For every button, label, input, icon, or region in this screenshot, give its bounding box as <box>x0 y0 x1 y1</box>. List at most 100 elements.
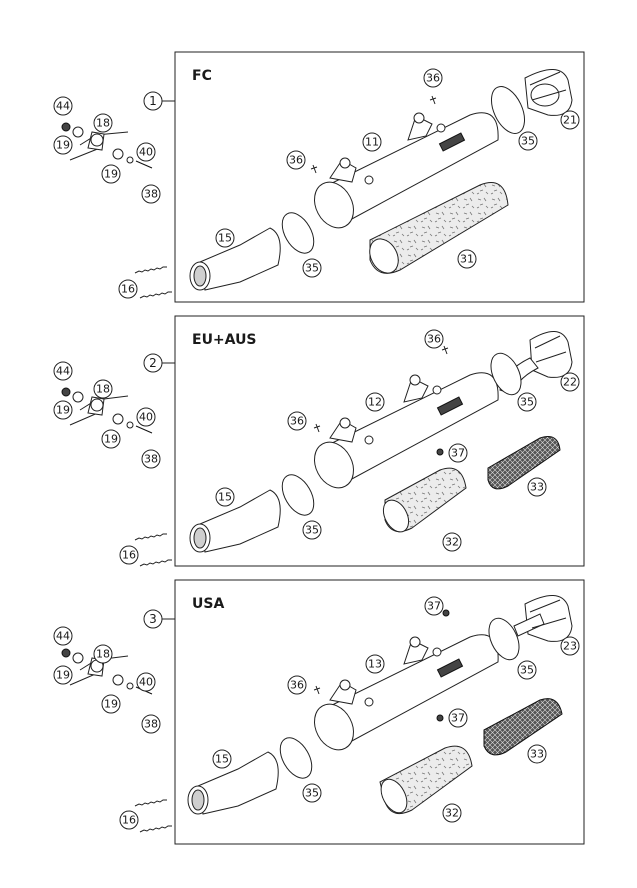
panel-frame <box>174 51 585 303</box>
screw-top <box>429 95 437 105</box>
svg-text:15: 15 <box>218 491 232 504</box>
svg-text:16: 16 <box>122 814 136 827</box>
panel-number: 3 <box>149 612 157 626</box>
callout-bracket: 18 <box>93 113 113 133</box>
callout-bracket: 18 <box>93 644 113 664</box>
silencer-insert <box>379 745 473 815</box>
callout-circle <box>143 353 163 373</box>
callout-mesh-insert: 33 <box>527 744 547 764</box>
panel-usa: USA 3 <box>53 579 585 845</box>
callout-inlet-cone: 15 <box>215 487 235 507</box>
variant-title: USA <box>192 596 224 612</box>
callout-mesh-insert: 33 <box>527 477 547 497</box>
mount-hardware <box>61 122 153 169</box>
callout-rear-gasket: 35 <box>517 660 537 680</box>
svg-text:44: 44 <box>56 630 70 643</box>
svg-text:33: 33 <box>530 748 544 761</box>
callout-bolt: 38 <box>141 184 161 204</box>
variant-title: EU+AUS <box>192 332 257 348</box>
svg-text:11: 11 <box>365 136 379 149</box>
callout-muffler: 11 <box>362 132 382 152</box>
callout-circle <box>143 609 163 629</box>
svg-text:22: 22 <box>563 376 577 389</box>
callout-washer-a: 19 <box>53 400 73 420</box>
silencer-insert <box>382 467 467 533</box>
callout-insert: 32 <box>442 532 462 552</box>
mount-hardware <box>61 648 153 695</box>
svg-text:15: 15 <box>215 753 229 766</box>
panel-frame <box>174 579 585 845</box>
callout-end-cap: 21 <box>560 110 580 130</box>
svg-text:36: 36 <box>289 154 303 167</box>
callout-screw-side: 36 <box>287 411 307 431</box>
svg-text:40: 40 <box>139 676 153 689</box>
svg-text:35: 35 <box>521 135 535 148</box>
mesh-insert <box>487 436 561 490</box>
callout-rear-gasket: 35 <box>518 131 538 151</box>
svg-text:15: 15 <box>218 232 232 245</box>
callout-washer-b: 19 <box>101 694 121 714</box>
muffler-body <box>314 634 499 751</box>
callout-front-gasket: 35 <box>302 258 322 278</box>
callout-washer-b: 19 <box>101 164 121 184</box>
svg-text:35: 35 <box>305 524 319 537</box>
svg-text:36: 36 <box>427 333 441 346</box>
callout-screw-small: 37 <box>448 443 468 463</box>
svg-text:36: 36 <box>426 72 440 85</box>
callout-muffler: 12 <box>365 392 385 412</box>
svg-text:19: 19 <box>104 168 118 181</box>
callout-bolt: 38 <box>141 449 161 469</box>
callout-screw-side: 36 <box>287 675 307 695</box>
callout-washer-a: 19 <box>53 665 73 685</box>
inlet-cone <box>189 489 281 553</box>
svg-text:44: 44 <box>56 365 70 378</box>
springs <box>134 533 172 567</box>
callout-screw-top: 36 <box>424 329 444 349</box>
svg-text:37: 37 <box>427 600 441 613</box>
muffler-body <box>314 372 499 489</box>
callout-insert: 32 <box>442 803 462 823</box>
panel-number: 1 <box>149 94 157 108</box>
svg-text:37: 37 <box>451 447 465 460</box>
mesh-insert <box>483 698 563 756</box>
svg-text:21: 21 <box>563 114 577 127</box>
callout-insert: 31 <box>457 249 477 269</box>
screw-top <box>441 345 449 355</box>
svg-text:23: 23 <box>563 640 577 653</box>
svg-text:18: 18 <box>96 383 110 396</box>
mount-hardware <box>61 387 153 434</box>
svg-text:40: 40 <box>139 411 153 424</box>
svg-text:16: 16 <box>121 283 135 296</box>
callout-end-cap: 22 <box>560 372 580 392</box>
callout-nut: 44 <box>53 626 73 646</box>
callout-end-cap: 23 <box>560 636 580 656</box>
svg-text:19: 19 <box>56 139 70 152</box>
callout-screw-top: 37 <box>424 596 444 616</box>
screw-small <box>436 714 444 722</box>
screw-side <box>313 685 321 695</box>
callout-inlet-cone: 15 <box>215 228 235 248</box>
callout-spacer: 40 <box>136 142 156 162</box>
callout-spacer: 40 <box>136 672 156 692</box>
svg-text:31: 31 <box>460 253 474 266</box>
springs <box>134 799 172 833</box>
callout-washer-b: 19 <box>101 429 121 449</box>
svg-text:19: 19 <box>104 433 118 446</box>
svg-text:36: 36 <box>290 679 304 692</box>
front-gasket <box>279 737 313 779</box>
svg-text:33: 33 <box>530 481 544 494</box>
callout-rear-gasket: 35 <box>517 392 537 412</box>
svg-text:36: 36 <box>290 415 304 428</box>
svg-text:38: 38 <box>144 718 158 731</box>
svg-text:37: 37 <box>451 712 465 725</box>
screw-top <box>442 609 450 617</box>
callout-screw-small: 37 <box>448 708 468 728</box>
inlet-cone <box>187 751 279 815</box>
muffler-body <box>314 112 499 229</box>
panel-fc: FC 1 <box>53 51 585 303</box>
panel-number: 2 <box>149 356 157 370</box>
svg-text:35: 35 <box>305 787 319 800</box>
callout-screw-side: 36 <box>286 150 306 170</box>
screw-small <box>436 448 444 456</box>
svg-text:35: 35 <box>305 262 319 275</box>
